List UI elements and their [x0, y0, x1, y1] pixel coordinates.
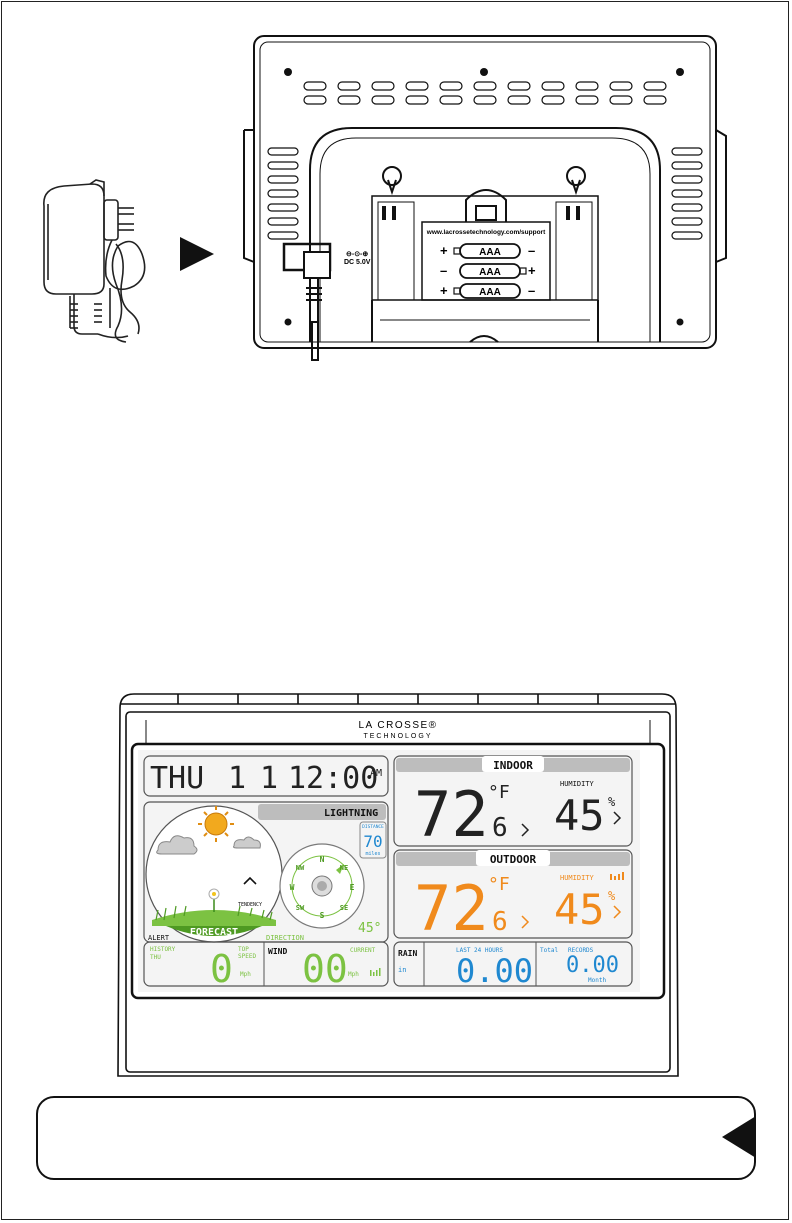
outdoor-temp-unit: °F	[488, 874, 510, 895]
rain-unit: in	[398, 966, 406, 974]
rain-last24-value: 0.00	[456, 952, 533, 990]
indoor-temp: 72	[414, 778, 489, 851]
dc-polarity-symbol: ⊖-⊙-⊕	[346, 251, 368, 258]
outdoor-temp-decimal: 6	[492, 907, 508, 937]
cloud-small-icon	[233, 836, 261, 849]
date-display: 1	[260, 761, 278, 796]
alert-label: ALERT	[148, 934, 170, 942]
outdoor-humidity: 45	[554, 885, 605, 934]
battery-1-right-sign: –	[528, 243, 535, 258]
clock-display: 12:00	[288, 761, 378, 796]
day-display: THU	[150, 761, 204, 796]
indoor-humidity: 45	[554, 791, 605, 840]
tendency-arrow-icon	[243, 876, 257, 885]
rain-last24-label: LAST 24 HOURS	[456, 947, 503, 954]
wind-current-mph: Mph	[348, 971, 359, 978]
support-url: www.lacrossetechnology.com/support	[426, 229, 546, 236]
lcd-display: THU 1 1 12:00 AM LIGHTNING FORECAST TEND…	[138, 750, 640, 992]
dc-label: DC 5.0V	[344, 259, 371, 266]
indoor-title: INDOOR	[493, 759, 533, 772]
battery-1-label: AAA	[479, 247, 501, 258]
outdoor-humidity-label: HUMIDITY	[560, 874, 595, 882]
next-page-box[interactable]	[36, 1096, 756, 1180]
battery-2-right-sign: +	[528, 263, 536, 278]
compass-n: N	[320, 855, 325, 864]
rain-records-label: RECORDS	[568, 947, 594, 954]
flower-icon	[208, 888, 220, 912]
top-speed-label-1: TOP	[238, 946, 249, 953]
rain-label: RAIN	[398, 949, 417, 958]
indoor-humidity-unit: %	[608, 795, 616, 809]
lightning-title: LIGHTNING	[324, 808, 378, 819]
indoor-temp-unit: °F	[488, 782, 510, 803]
lightning-distance-value: 70	[363, 832, 382, 851]
history-day: THU	[150, 954, 161, 961]
cloud-icon	[156, 835, 198, 855]
station-front-view: LA CROSSE® TECHNOLOGY	[117, 693, 679, 1077]
compass-ne: NE	[340, 864, 348, 872]
brand-name: LA CROSSE®	[358, 720, 437, 731]
signal-icon	[610, 872, 624, 880]
battery-3-label: AAA	[479, 287, 501, 298]
wind-current-label: CURRENT	[350, 947, 376, 954]
lightning-distance-label: DISTANCE	[362, 824, 384, 830]
lightning-distance-unit: miles	[365, 851, 380, 857]
compass-s: S	[320, 911, 325, 920]
battery-2-left-sign: –	[440, 263, 447, 278]
top-speed-mph: Mph	[240, 971, 251, 978]
indoor-humidity-label: HUMIDITY	[560, 780, 595, 788]
compass-w: W	[290, 883, 295, 892]
month-display: 1	[228, 761, 246, 796]
wind-label: WIND	[268, 947, 287, 956]
rain-month-label: Month	[588, 977, 606, 984]
top-speed-label-2: SPEED	[238, 953, 256, 960]
sun-icon	[198, 806, 234, 842]
wind-current-value: 00	[302, 947, 348, 991]
direction-label: DIRECTION	[266, 934, 304, 942]
battery-3-right-sign: –	[528, 283, 535, 298]
ac-adapter-illustration	[43, 179, 146, 343]
outdoor-title: OUTDOOR	[490, 853, 537, 866]
wind-top-value: 0	[210, 947, 233, 991]
next-page-arrow-icon[interactable]	[722, 1116, 758, 1158]
forecast-label: FORECAST	[190, 927, 238, 938]
brand-sub: TECHNOLOGY	[363, 733, 432, 740]
outdoor-temp: 72	[414, 872, 489, 945]
wind-degrees: 45°	[358, 921, 381, 936]
compass-se: SE	[340, 904, 348, 912]
history-label: HISTORY	[150, 946, 176, 953]
rain-total-label: Total	[540, 947, 558, 954]
indoor-temp-decimal: 6	[492, 813, 508, 843]
battery-1-left-sign: +	[440, 243, 448, 258]
arrow-right-icon	[180, 237, 214, 271]
outdoor-humidity-unit: %	[608, 889, 616, 903]
ampm-display: AM	[370, 768, 382, 779]
station-back-view: www.lacrossetechnology.com/support AAA A…	[243, 35, 727, 361]
tendency-label: TENDENCY	[238, 902, 262, 908]
compass-e: E	[350, 883, 355, 892]
wind-signal-icon	[370, 968, 381, 976]
compass-sw: SW	[296, 904, 305, 912]
compass-nw: NW	[296, 864, 305, 872]
battery-3-left-sign: +	[440, 283, 448, 298]
battery-2-label: AAA	[479, 267, 501, 278]
rain-records-value: 0.00	[566, 953, 619, 978]
compass	[279, 843, 365, 929]
